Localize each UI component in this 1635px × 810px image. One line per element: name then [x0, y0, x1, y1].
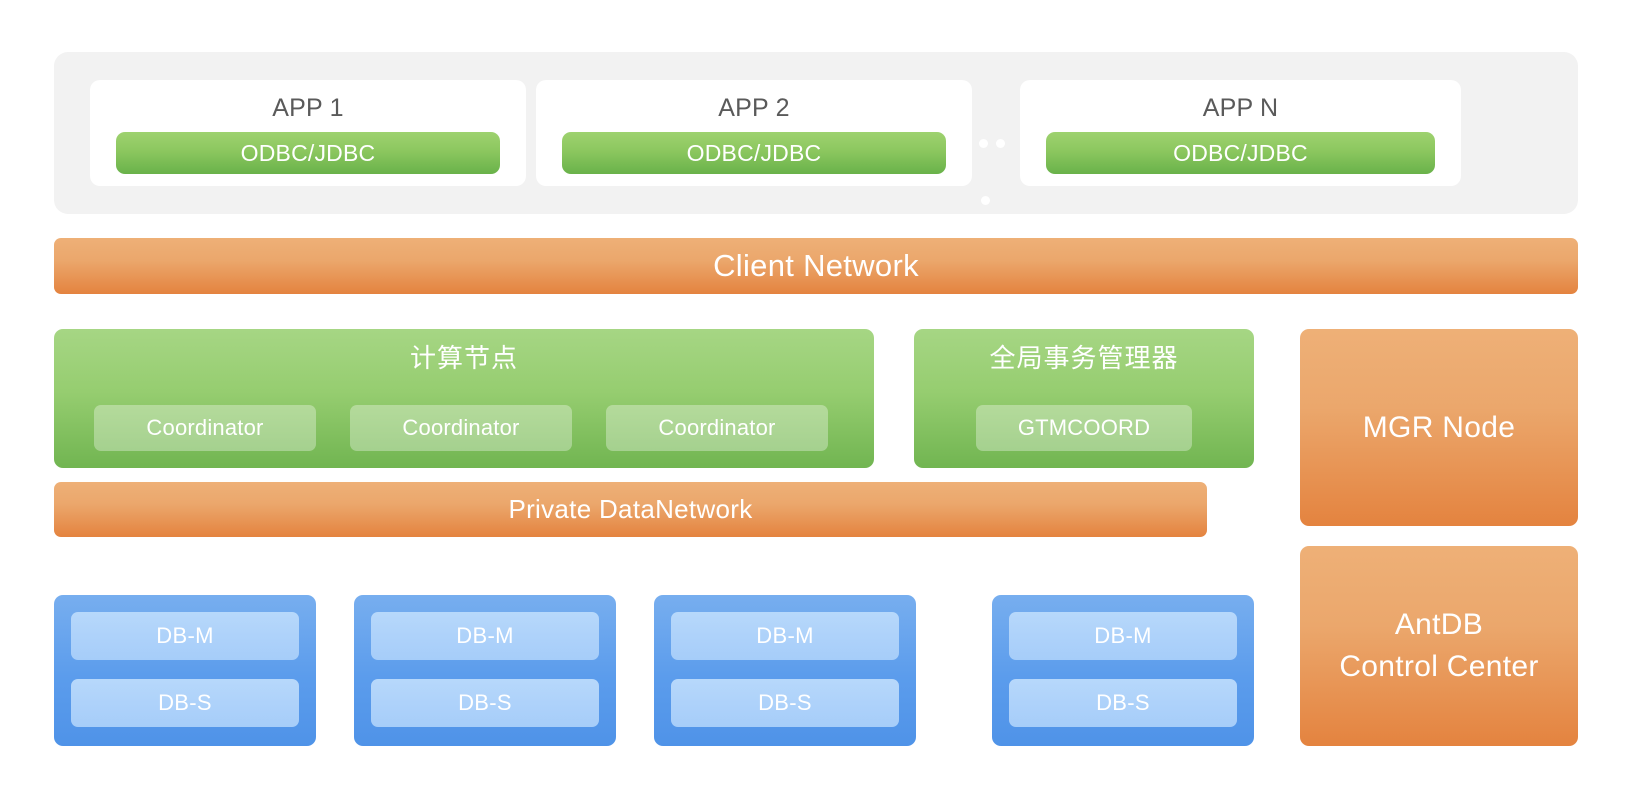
db-group-4: DB-M DB-S [992, 595, 1254, 746]
db-group-3: DB-M DB-S [654, 595, 916, 746]
db-group-1: DB-M DB-S [54, 595, 316, 746]
global-transaction-manager-panel: 全局事务管理器 GTMCOORD [914, 329, 1254, 468]
app-card-n[interactable]: APP N ODBC/JDBC [1020, 80, 1461, 186]
db-master-chip[interactable]: DB-M [371, 612, 599, 660]
odbc-jdbc-chip[interactable]: ODBC/JDBC [562, 132, 946, 174]
gtm-title: 全局事务管理器 [989, 343, 1179, 373]
antdb-control-center-line1: AntDB [1394, 608, 1484, 641]
compute-node-title: 计算节点 [409, 343, 518, 373]
app-title: APP 2 [718, 94, 790, 122]
gtmcoord-chip[interactable]: GTMCOORD [976, 405, 1192, 451]
db-master-chip[interactable]: DB-M [71, 612, 299, 660]
db-slave-chip[interactable]: DB-S [671, 679, 899, 727]
app-title: APP N [1202, 94, 1279, 122]
antdb-control-center-box[interactable]: AntDB Control Center [1300, 546, 1578, 746]
application-tier-band: APP 1 ODBC/JDBC APP 2 ODBC/JDBC APP N OD… [54, 52, 1578, 214]
coordinator-chip-2[interactable]: Coordinator [350, 405, 572, 451]
db-slave-chip[interactable]: DB-S [1009, 679, 1237, 727]
compute-node-panel: 计算节点 Coordinator Coordinator Coordinator [54, 329, 874, 468]
app-card-2[interactable]: APP 2 ODBC/JDBC [536, 80, 972, 186]
three-dots-icon [981, 196, 990, 205]
odbc-jdbc-chip[interactable]: ODBC/JDBC [116, 132, 500, 174]
antdb-control-center-line2: Control Center [1339, 650, 1539, 683]
client-network-bar: Client Network [54, 238, 1578, 294]
db-master-chip[interactable]: DB-M [671, 612, 899, 660]
three-dots-icon [979, 139, 988, 148]
coordinator-chip-1[interactable]: Coordinator [94, 405, 316, 451]
app-card-1[interactable]: APP 1 ODBC/JDBC [90, 80, 526, 186]
db-slave-chip[interactable]: DB-S [71, 679, 299, 727]
db-slave-chip[interactable]: DB-S [371, 679, 599, 727]
private-datanetwork-bar: Private DataNetwork [54, 482, 1207, 537]
db-master-chip[interactable]: DB-M [1009, 612, 1237, 660]
three-dots-icon [996, 139, 1005, 148]
coordinator-chip-3[interactable]: Coordinator [606, 405, 828, 451]
mgr-node-box[interactable]: MGR Node [1300, 329, 1578, 526]
app-title: APP 1 [272, 94, 344, 122]
db-group-2: DB-M DB-S [354, 595, 616, 746]
odbc-jdbc-chip[interactable]: ODBC/JDBC [1046, 132, 1435, 174]
